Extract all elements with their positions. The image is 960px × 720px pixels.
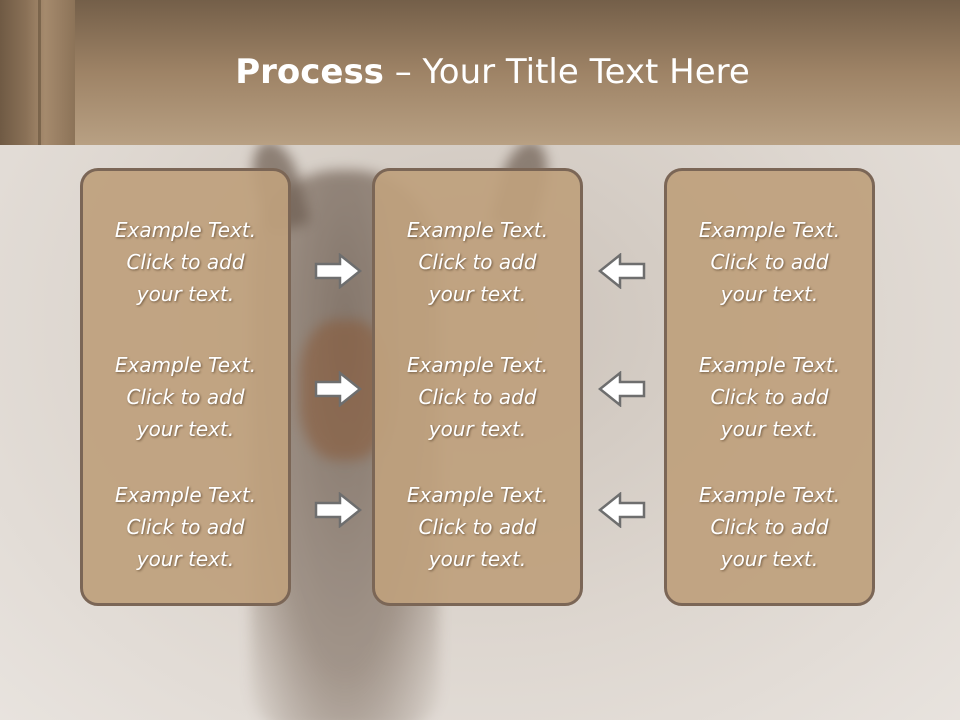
text-placeholder[interactable]: Example Text. Click to add your text. bbox=[698, 218, 841, 306]
text-placeholder[interactable]: Example Text. Click to add your text. bbox=[406, 483, 549, 571]
text-placeholder[interactable]: Example Text. Click to add your text. bbox=[114, 218, 257, 306]
text-placeholder[interactable]: Example Text. Click to add your text. bbox=[406, 218, 549, 306]
slide-title[interactable]: Process – Your Title Text Here bbox=[0, 52, 960, 92]
text-placeholder[interactable]: Example Text. Click to add your text. bbox=[114, 483, 257, 571]
text-placeholder[interactable]: Example Text. Click to add your text. bbox=[698, 353, 841, 441]
header-band bbox=[0, 0, 960, 145]
title-rest: – Your Title Text Here bbox=[383, 52, 750, 92]
arrow-left-icon[interactable] bbox=[598, 371, 646, 407]
arrow-right-icon[interactable] bbox=[314, 253, 362, 289]
arrow-right-icon[interactable] bbox=[314, 371, 362, 407]
title-bold: Process bbox=[235, 52, 384, 92]
arrow-left-icon[interactable] bbox=[598, 492, 646, 528]
header-accent-strip bbox=[0, 0, 75, 145]
arrow-right-icon[interactable] bbox=[314, 492, 362, 528]
text-placeholder[interactable]: Example Text. Click to add your text. bbox=[406, 353, 549, 441]
left-column-box[interactable]: Example Text. Click to add your text. Ex… bbox=[80, 168, 291, 606]
right-column-box[interactable]: Example Text. Click to add your text. Ex… bbox=[664, 168, 875, 606]
center-column-box[interactable]: Example Text. Click to add your text. Ex… bbox=[372, 168, 583, 606]
text-placeholder[interactable]: Example Text. Click to add your text. bbox=[698, 483, 841, 571]
text-placeholder[interactable]: Example Text. Click to add your text. bbox=[114, 353, 257, 441]
arrow-left-icon[interactable] bbox=[598, 253, 646, 289]
